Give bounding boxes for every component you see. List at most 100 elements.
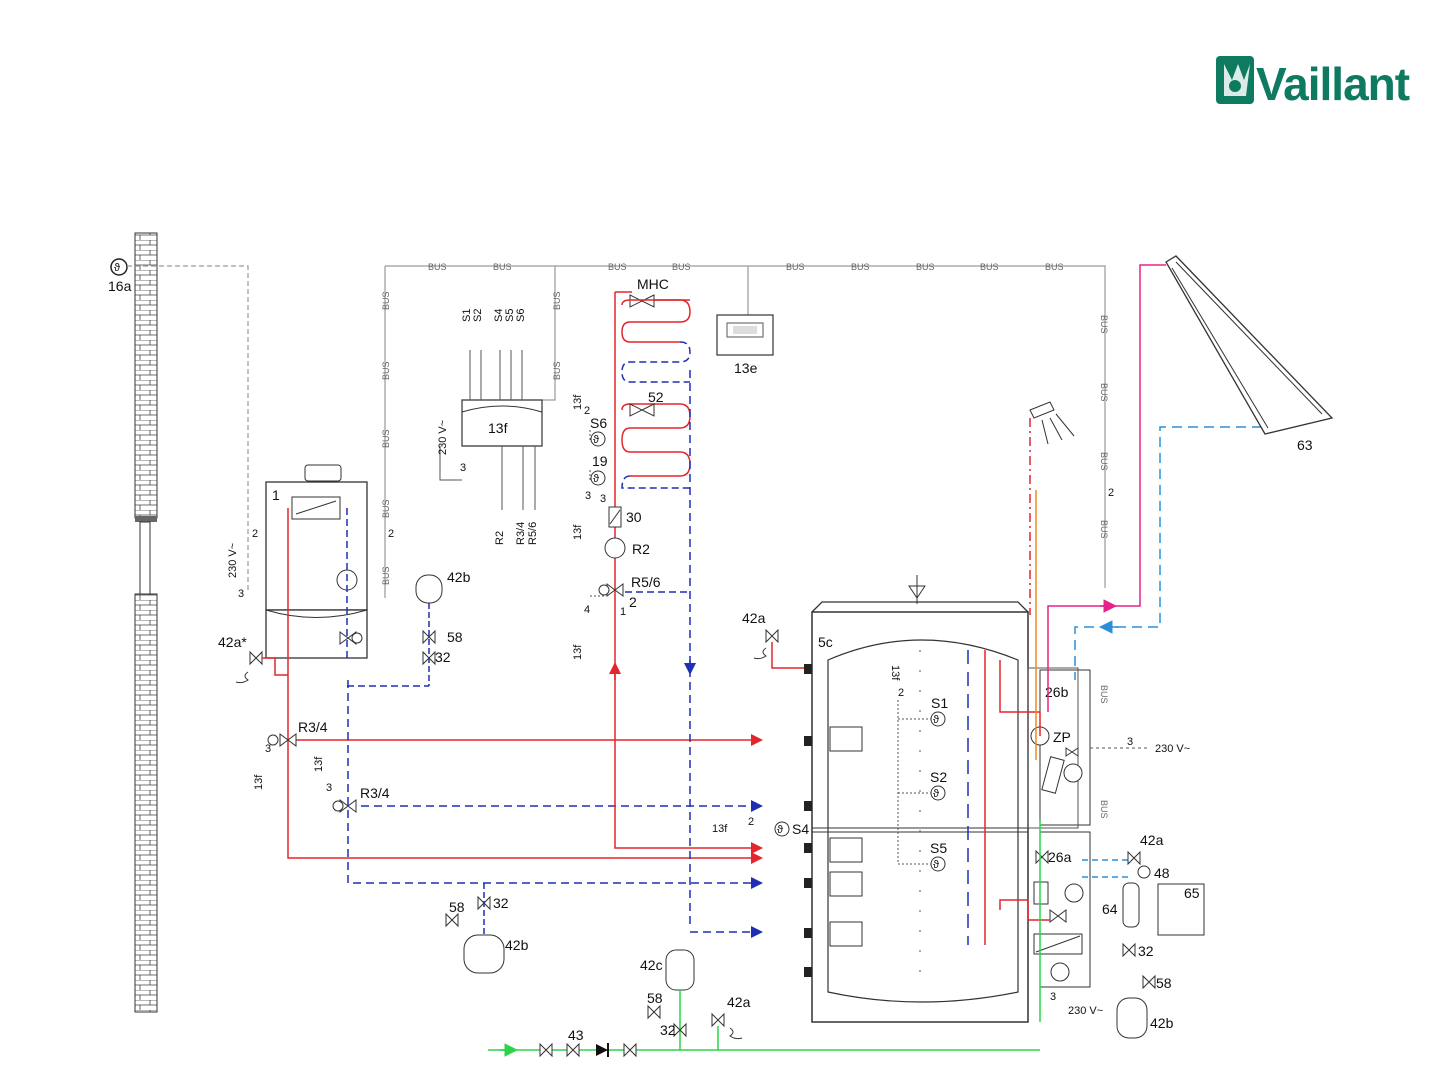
svg-text:19: 19 bbox=[592, 453, 608, 469]
svg-text:3: 3 bbox=[238, 588, 244, 600]
mixer-valve-r34-lower: R3/4 13f 3 bbox=[313, 756, 390, 813]
bus-labels: BUS BUS BUS BUS BUS BUS BUS BUS BUS BUS … bbox=[381, 262, 1109, 819]
svg-text:230 V~: 230 V~ bbox=[227, 543, 239, 578]
svg-text:13f: 13f bbox=[572, 394, 584, 410]
svg-text:42c: 42c bbox=[640, 957, 663, 973]
svg-text:BUS: BUS bbox=[672, 262, 691, 272]
svg-text:3: 3 bbox=[1127, 736, 1133, 748]
svg-text:32: 32 bbox=[1138, 943, 1154, 959]
svg-text:32: 32 bbox=[435, 649, 451, 665]
svg-text:BUS: BUS bbox=[552, 291, 562, 310]
svg-text:BUS: BUS bbox=[916, 262, 935, 272]
svg-text:S6: S6 bbox=[515, 309, 527, 322]
module-label: 13f bbox=[488, 420, 508, 436]
svg-text:42b: 42b bbox=[447, 569, 471, 585]
solar-storage-tank: 5c ϑ S1 ϑ S2 ϑ S5 13f 2 bbox=[804, 575, 1029, 1023]
svg-text:230 V~: 230 V~ bbox=[1155, 743, 1190, 755]
svg-text:BUS: BUS bbox=[1099, 800, 1109, 819]
svg-text:43: 43 bbox=[568, 1027, 584, 1043]
svg-text:2: 2 bbox=[629, 594, 637, 610]
bus-wiring bbox=[127, 265, 1106, 598]
svg-text:3: 3 bbox=[600, 493, 606, 505]
boiler: 1 bbox=[265, 464, 368, 659]
svg-text:1: 1 bbox=[620, 606, 626, 618]
svg-text:BUS: BUS bbox=[381, 291, 391, 310]
svg-text:BUS: BUS bbox=[1045, 262, 1064, 272]
svg-text:ϑ: ϑ bbox=[933, 714, 939, 726]
svg-text:BUS: BUS bbox=[493, 262, 512, 272]
svg-text:3: 3 bbox=[326, 782, 332, 794]
svg-text:BUS: BUS bbox=[552, 361, 562, 380]
svg-text:42a: 42a bbox=[727, 994, 751, 1010]
safety-valve-tank: 42a bbox=[742, 610, 804, 669]
svg-text:32: 32 bbox=[493, 895, 509, 911]
svg-text:BUS: BUS bbox=[786, 262, 805, 272]
svg-text:26b: 26b bbox=[1045, 684, 1069, 700]
svg-text:5c: 5c bbox=[818, 634, 833, 650]
svg-text:ϑ: ϑ bbox=[933, 788, 939, 800]
svg-text:230 V~: 230 V~ bbox=[1068, 1005, 1103, 1017]
svg-text:R5/6: R5/6 bbox=[631, 574, 661, 590]
solar-collector: 63 bbox=[1165, 255, 1334, 453]
svg-text:S1: S1 bbox=[461, 309, 473, 322]
svg-text:2: 2 bbox=[898, 687, 904, 699]
svg-text:S5: S5 bbox=[930, 840, 947, 856]
svg-text:S4: S4 bbox=[792, 821, 809, 837]
system-controller: 13e bbox=[716, 314, 774, 376]
boiler-label: 1 bbox=[272, 487, 280, 503]
svg-text:2: 2 bbox=[1108, 487, 1114, 499]
outdoor-sensor: ϑ 16a bbox=[108, 258, 132, 294]
svg-text:MHC: MHC bbox=[637, 276, 669, 292]
svg-text:3: 3 bbox=[585, 490, 591, 502]
svg-text:BUS: BUS bbox=[851, 262, 870, 272]
svg-text:R3/4: R3/4 bbox=[298, 719, 328, 735]
svg-text:13f: 13f bbox=[313, 756, 325, 772]
svg-text:3: 3 bbox=[460, 462, 466, 474]
svg-text:2: 2 bbox=[252, 528, 258, 540]
cold-water-inlet: 43 42c 58 32 42a bbox=[488, 949, 1040, 1058]
svg-text:BUS: BUS bbox=[381, 566, 391, 585]
svg-text:2: 2 bbox=[748, 816, 754, 828]
svg-text:13f: 13f bbox=[572, 644, 584, 660]
svg-text:S2: S2 bbox=[472, 309, 484, 322]
svg-text:S4: S4 bbox=[493, 309, 505, 322]
expansion-vessel-upper: 42b 58 32 bbox=[415, 569, 471, 686]
svg-text:BUS: BUS bbox=[381, 429, 391, 448]
sensor-s4: ϑ S4 13f 2 bbox=[712, 816, 809, 837]
svg-text:S2: S2 bbox=[930, 769, 947, 785]
svg-text:2: 2 bbox=[584, 405, 590, 417]
svg-text:3: 3 bbox=[1050, 991, 1056, 1003]
svg-text:ZP: ZP bbox=[1053, 729, 1071, 745]
svg-text:ϑ: ϑ bbox=[593, 434, 599, 446]
svg-text:BUS: BUS bbox=[980, 262, 999, 272]
building-wall bbox=[134, 232, 158, 1013]
svg-text:R3/4: R3/4 bbox=[360, 785, 390, 801]
svg-text:BUS: BUS bbox=[1099, 315, 1109, 334]
svg-text:ϑ: ϑ bbox=[593, 473, 599, 485]
svg-text:2: 2 bbox=[388, 528, 394, 540]
svg-text:ϑ: ϑ bbox=[933, 859, 939, 871]
svg-text:13f: 13f bbox=[253, 774, 265, 790]
svg-text:58: 58 bbox=[447, 629, 463, 645]
svg-text:BUS: BUS bbox=[381, 361, 391, 380]
svg-text:ϑ: ϑ bbox=[114, 262, 120, 274]
svg-text:3: 3 bbox=[265, 743, 271, 755]
svg-text:13f: 13f bbox=[572, 524, 584, 540]
svg-text:S6: S6 bbox=[590, 415, 607, 431]
svg-text:BUS: BUS bbox=[608, 262, 627, 272]
mixer-module: 13f S1 S2 S4 S5 S6 R2 R3/4 R5/6 230 V~ 3 bbox=[437, 309, 543, 545]
underfloor-circuit: MHC 52 ϑ S6 ϑ 19 30 R2 R5/6 2 1 13f 2 13… bbox=[572, 276, 763, 938]
svg-text:52: 52 bbox=[648, 389, 664, 405]
svg-text:13f: 13f bbox=[889, 665, 901, 681]
svg-text:30: 30 bbox=[626, 509, 642, 525]
svg-text:BUS: BUS bbox=[1099, 452, 1109, 471]
svg-text:R5/6: R5/6 bbox=[527, 522, 539, 545]
svg-text:ϑ: ϑ bbox=[777, 824, 783, 836]
svg-text:BUS: BUS bbox=[1099, 685, 1109, 704]
expansion-vessel-lower: 32 58 42b bbox=[445, 883, 529, 974]
svg-text:64: 64 bbox=[1102, 901, 1118, 917]
svg-text:42a*: 42a* bbox=[218, 634, 247, 650]
svg-text:BUS: BUS bbox=[381, 499, 391, 518]
svg-text:230 V~: 230 V~ bbox=[437, 420, 449, 455]
